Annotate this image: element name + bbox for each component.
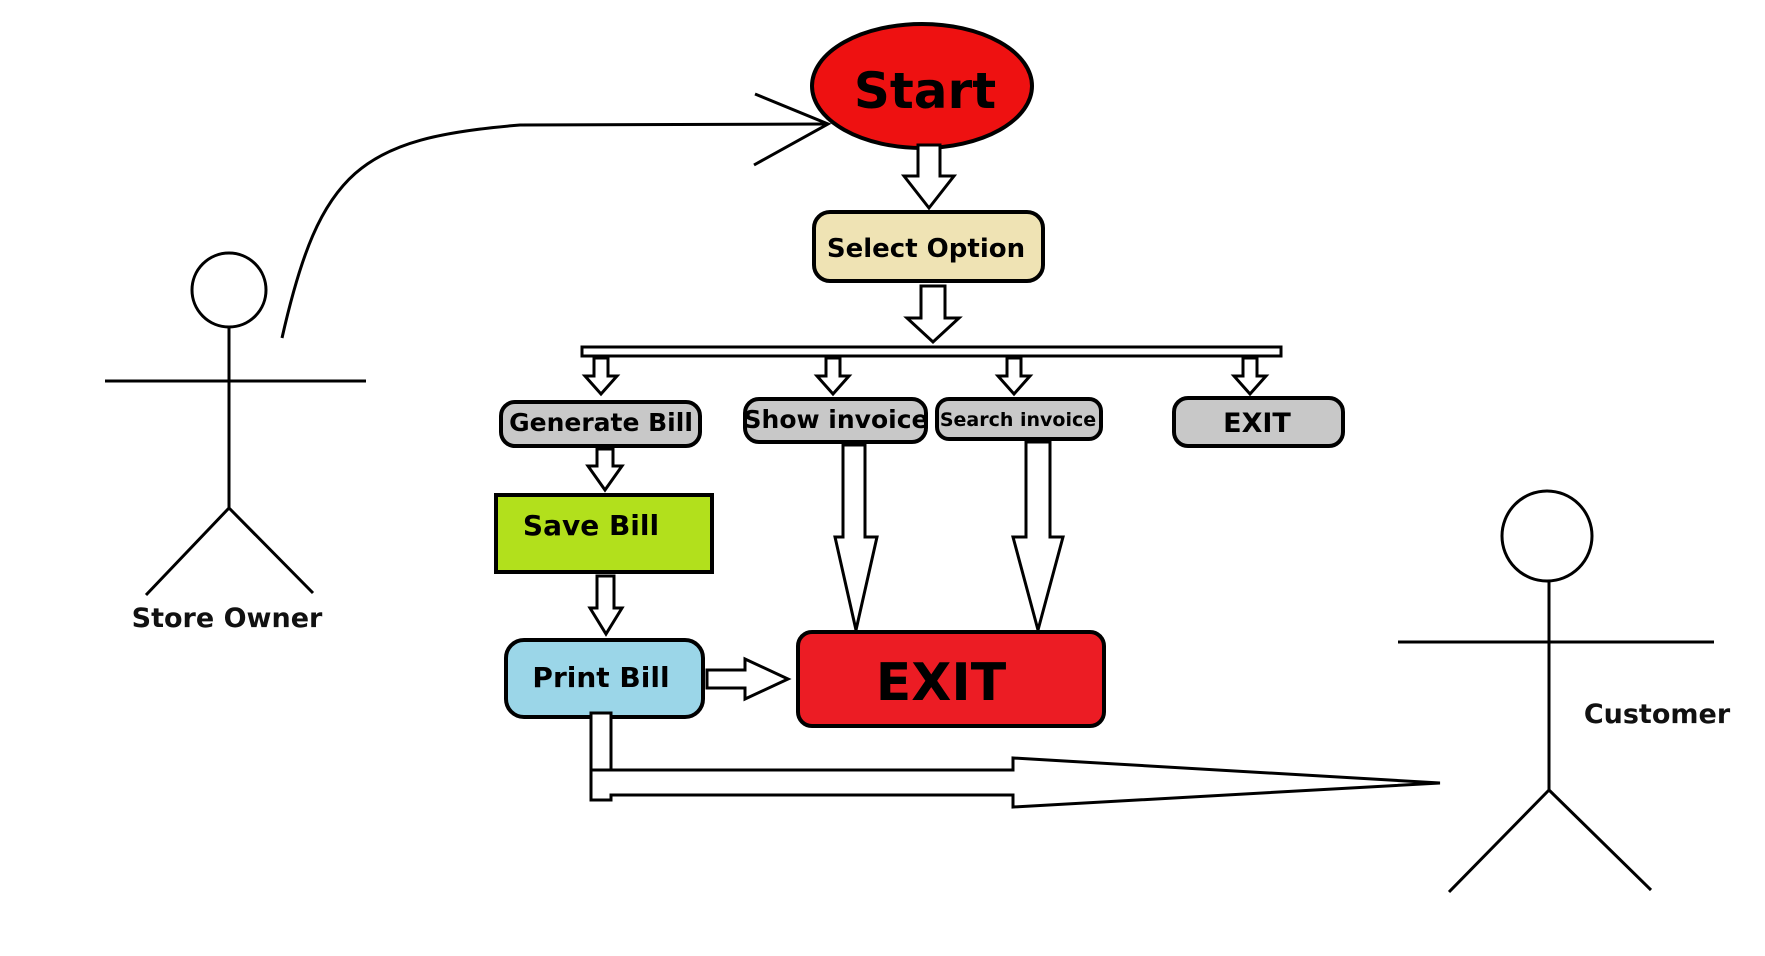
save-bill-node: Save Bill xyxy=(494,493,714,574)
owner-to-start-arrow xyxy=(280,92,832,339)
generate-bill-box xyxy=(499,400,702,448)
branch-to-show-arrow xyxy=(813,356,853,397)
show-invoice-label: Show invoice xyxy=(744,405,929,434)
select-to-branch-arrow xyxy=(903,284,963,345)
customer-head xyxy=(1500,489,1594,583)
customer-label: Customer xyxy=(1584,699,1731,730)
start-node: Start xyxy=(810,22,1034,150)
save-bill-label: Save Bill xyxy=(523,509,659,542)
print-bill-node: Print Bill xyxy=(504,638,705,719)
show-to-exit-arrow xyxy=(833,443,879,631)
branch-to-search-arrow xyxy=(994,356,1034,397)
select-option-label: Select Option xyxy=(827,234,1025,264)
exit-option-box xyxy=(1172,396,1345,448)
search-invoice-node: Search invoice xyxy=(935,397,1103,441)
branch-bar xyxy=(580,345,1283,358)
show-invoice-box xyxy=(743,397,928,444)
save-bill-box xyxy=(494,493,714,574)
branch-to-exit-option-arrow xyxy=(1230,356,1270,397)
show-invoice-node: Show invoice xyxy=(743,397,929,444)
store-owner-left-leg xyxy=(144,506,231,597)
exit-final-box xyxy=(796,630,1106,728)
print-bill-label: Print Bill xyxy=(532,661,669,694)
search-invoice-label: Search invoice xyxy=(940,409,1096,431)
customer-right-leg xyxy=(1547,788,1653,892)
exit-final-node: EXIT xyxy=(796,630,1106,728)
customer-actor: Customer xyxy=(1398,489,1731,894)
select-option-node: Select Option xyxy=(812,210,1045,283)
branch-to-generate-arrow xyxy=(581,356,621,397)
store-owner-actor: Store Owner xyxy=(105,251,366,634)
store-owner-right-leg xyxy=(227,506,315,595)
store-owner-head xyxy=(190,251,268,329)
exit-final-label: EXIT xyxy=(876,653,1007,713)
search-invoice-box xyxy=(935,397,1103,441)
search-to-exit-arrow xyxy=(1011,440,1065,636)
generate-bill-node: Generate Bill xyxy=(499,400,702,448)
exit-option-node: EXIT xyxy=(1172,396,1345,448)
exit-option-label: EXIT xyxy=(1223,408,1291,439)
select-option-box xyxy=(812,210,1045,283)
start-label: Start xyxy=(854,62,996,120)
save-to-print-arrow xyxy=(587,574,625,637)
generate-to-save-arrow xyxy=(585,447,625,493)
store-owner-label: Store Owner xyxy=(132,603,323,634)
start-to-select-arrow xyxy=(900,143,958,211)
print-to-exit-arrow xyxy=(705,656,792,702)
print-to-customer-arrow xyxy=(589,711,1441,809)
generate-bill-label: Generate Bill xyxy=(509,408,693,437)
customer-left-leg xyxy=(1447,788,1551,894)
